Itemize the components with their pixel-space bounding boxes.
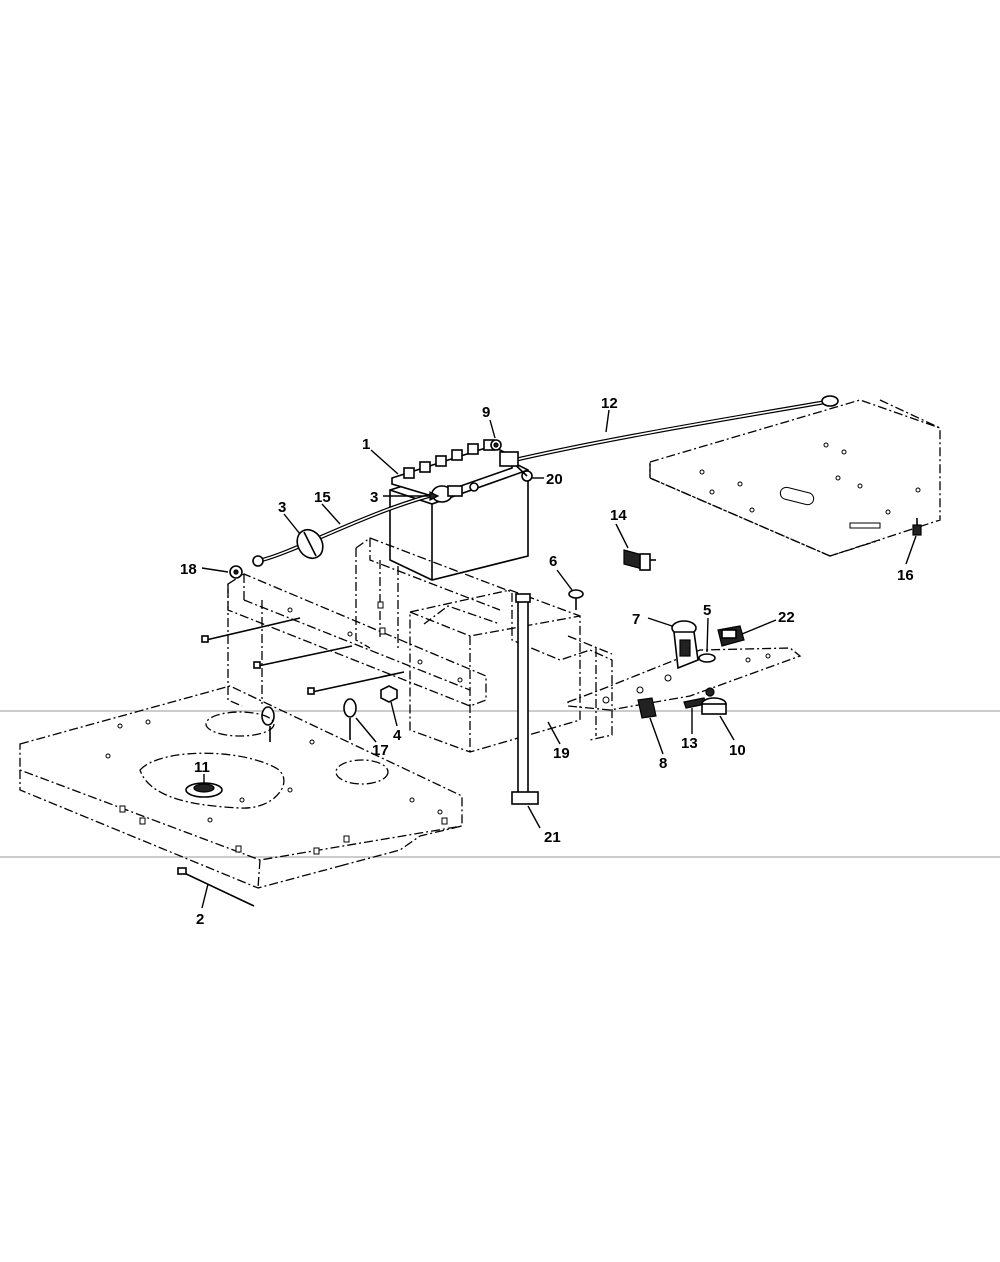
part-12-cable xyxy=(499,395,839,467)
callout-9: 9 xyxy=(482,404,490,421)
callout-14: 14 xyxy=(610,507,627,524)
callout-8: 8 xyxy=(659,755,667,772)
part-14-connector xyxy=(623,549,656,571)
callout-18: 18 xyxy=(180,561,197,578)
part-21-strap xyxy=(511,593,539,805)
callout-13: 13 xyxy=(681,735,698,752)
callout-6: 6 xyxy=(549,553,557,570)
callout-3-battery: 3 xyxy=(370,489,378,506)
callout-19: 19 xyxy=(553,745,570,762)
lower-left-deck-plate xyxy=(19,685,463,889)
callout-11: 11 xyxy=(194,759,210,776)
part-7-switch xyxy=(671,620,699,670)
part-10-ignition xyxy=(701,687,727,715)
part-3-boot-battery xyxy=(431,482,479,503)
leader-lines xyxy=(201,409,917,909)
part-16-clip xyxy=(912,518,922,536)
part-3-boot-left xyxy=(296,528,324,560)
part-19-battery-tray xyxy=(409,589,581,753)
callout-10: 10 xyxy=(729,742,746,759)
part-22-switch xyxy=(717,625,745,647)
control-plate xyxy=(567,647,802,711)
upper-right-deck-plate xyxy=(649,399,941,557)
part-6-bolt xyxy=(568,589,584,610)
cable-ties xyxy=(201,617,405,695)
part-8-switch xyxy=(637,697,657,719)
callout-17: 17 xyxy=(372,742,389,759)
frame-rails xyxy=(227,537,613,741)
part-5-washer xyxy=(698,653,716,663)
callout-labels: 1 9 12 20 3 15 3 18 14 6 16 7 5 22 4 17 … xyxy=(180,395,914,928)
callout-5: 5 xyxy=(703,602,711,619)
callout-7: 7 xyxy=(632,611,640,628)
callout-12: 12 xyxy=(601,395,618,412)
callout-4: 4 xyxy=(393,727,402,744)
callout-1: 1 xyxy=(362,436,370,453)
part-18-nut xyxy=(229,565,243,579)
part-17-clip xyxy=(261,698,357,742)
callout-3-left: 3 xyxy=(278,499,286,516)
callout-2: 2 xyxy=(196,911,204,928)
part-4-nut xyxy=(380,685,398,703)
callout-20: 20 xyxy=(546,471,563,488)
callout-16: 16 xyxy=(897,567,914,584)
part-2-cable-tie xyxy=(177,867,255,907)
callout-21: 21 xyxy=(544,829,561,846)
part-15-cable xyxy=(252,490,446,567)
callout-22: 22 xyxy=(778,609,795,626)
part-11-grommet xyxy=(185,782,223,798)
callout-15: 15 xyxy=(314,489,331,506)
